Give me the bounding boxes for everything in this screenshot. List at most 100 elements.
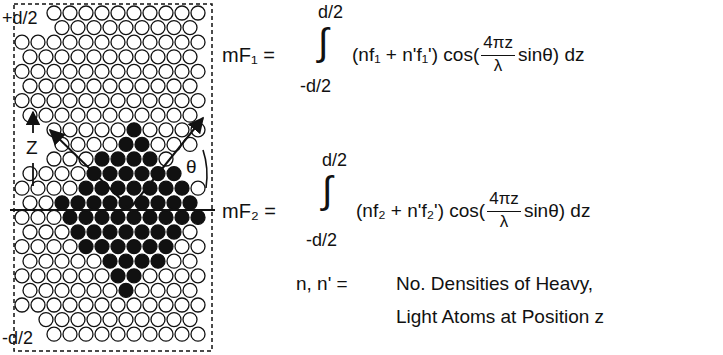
light-atom (159, 64, 173, 78)
angle-arc (203, 150, 207, 188)
light-atom (95, 35, 109, 49)
light-atom (191, 298, 205, 312)
light-atom (143, 35, 157, 49)
heavy-atom (95, 240, 109, 254)
light-atom (23, 108, 37, 122)
heavy-atom (87, 196, 101, 210)
light-atom (63, 94, 77, 108)
light-atom (167, 79, 181, 93)
light-atom (63, 35, 77, 49)
light-atom (23, 79, 37, 93)
heavy-atom (95, 210, 109, 224)
heavy-atom (87, 225, 101, 239)
light-atom (143, 64, 157, 78)
light-atom (23, 50, 37, 64)
axis-label: Z (26, 137, 38, 159)
fraction-bar (487, 211, 521, 212)
light-atom (87, 254, 101, 268)
light-atom (87, 283, 101, 297)
light-atom (55, 137, 69, 151)
heavy-atom (127, 210, 141, 224)
light-atom (183, 21, 197, 35)
angle-label: θ (186, 156, 197, 178)
light-atom (55, 108, 69, 122)
definition-text: Light Atoms at Position z (396, 306, 604, 328)
equation-lhs: mF₂ = (222, 200, 276, 223)
light-atom (79, 327, 93, 341)
heavy-atom (127, 269, 141, 283)
light-atom (191, 327, 205, 341)
light-atom (39, 283, 53, 297)
heavy-atom (143, 210, 157, 224)
heavy-atom (143, 152, 157, 166)
light-atom (79, 6, 93, 20)
diffracted-ray (132, 118, 203, 206)
heavy-atom (191, 210, 205, 224)
fraction-numerator: 4πz (489, 189, 519, 209)
light-atom (31, 240, 45, 254)
light-atom (47, 152, 61, 166)
light-atom (63, 240, 77, 254)
heavy-atom (159, 181, 173, 195)
light-atom (63, 123, 77, 137)
light-atom (159, 269, 173, 283)
light-atom (191, 64, 205, 78)
heavy-atom (103, 196, 117, 210)
light-atom (167, 283, 181, 297)
light-atom (191, 240, 205, 254)
fraction-numerator: 4πz (483, 33, 513, 53)
heavy-atom (63, 210, 77, 224)
light-atom (15, 240, 29, 254)
heavy-atom (175, 181, 189, 195)
light-atom (103, 21, 117, 35)
light-atom (159, 327, 173, 341)
light-atom (103, 313, 117, 327)
light-atom (167, 254, 181, 268)
light-atom (111, 64, 125, 78)
heavy-atom (159, 210, 173, 224)
light-atom (191, 181, 205, 195)
heavy-atom (79, 181, 93, 195)
light-atom (47, 269, 61, 283)
heavy-atom (111, 240, 125, 254)
light-atom (47, 210, 61, 224)
heavy-atom (111, 210, 125, 224)
light-atom (71, 50, 85, 64)
light-atom (183, 254, 197, 268)
light-atom (95, 94, 109, 108)
heavy-atom (167, 225, 181, 239)
light-atom (71, 108, 85, 122)
light-atom (31, 35, 45, 49)
integral-sign: ∫ (322, 168, 332, 212)
light-atom (143, 6, 157, 20)
light-atom (15, 94, 29, 108)
light-atom (63, 327, 77, 341)
heavy-atom (111, 152, 125, 166)
light-atom (31, 64, 45, 78)
light-atom (143, 327, 157, 341)
light-atom (47, 6, 61, 20)
heavy-atom (111, 269, 125, 283)
light-atom (39, 108, 53, 122)
light-atom (183, 313, 197, 327)
heavy-atom (119, 254, 133, 268)
limit-label: -d/2 (2, 328, 33, 349)
heavy-atom (167, 167, 181, 181)
upper-limit: d/2 (322, 150, 347, 171)
heavy-atom (167, 196, 181, 210)
light-atom (119, 21, 133, 35)
heavy-atom (127, 181, 141, 195)
light-atom (159, 298, 173, 312)
light-atom (167, 313, 181, 327)
light-atom (191, 35, 205, 49)
definition-label: n, n' = (296, 273, 348, 295)
light-atom (71, 313, 85, 327)
heavy-atom (119, 167, 133, 181)
light-atom (87, 108, 101, 122)
light-atom (151, 283, 165, 297)
light-atom (127, 64, 141, 78)
light-atom (23, 167, 37, 181)
light-atom (191, 94, 205, 108)
light-atom (159, 6, 173, 20)
light-atom (47, 64, 61, 78)
